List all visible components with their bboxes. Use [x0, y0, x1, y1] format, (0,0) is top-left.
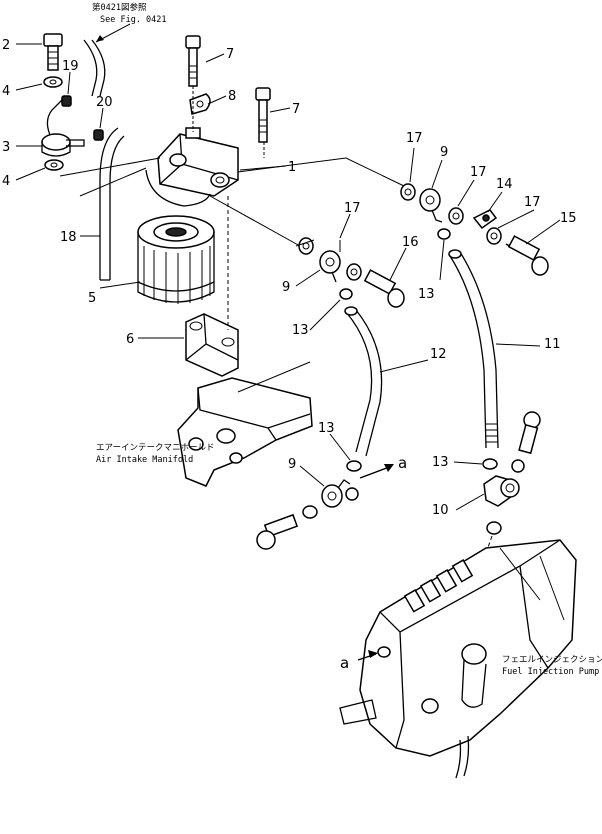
pump-caption-en: Fuel Injection Pump [502, 667, 599, 677]
pump-caption-jp: フェエルインジェクションポンプ [502, 655, 602, 665]
washer-17-d [298, 237, 314, 255]
washer-below-10 [486, 521, 502, 535]
part-label-13-middle: 13 [292, 323, 309, 338]
tube-11-end-grip [486, 423, 498, 443]
washer-lower-a [345, 487, 359, 501]
part-label-12: 12 [430, 347, 447, 362]
bolt-7-left [185, 35, 201, 87]
part-label-10: 10 [432, 503, 449, 518]
part-label-8: 8 [228, 89, 236, 104]
part-label-7-left: 7 [226, 47, 234, 62]
connection-marker-a-upper: a [398, 454, 407, 472]
bracket-6 [185, 313, 239, 377]
clip-13-lower-right [482, 458, 498, 470]
fuel-tube-12 [345, 311, 373, 453]
filter-head-1 [145, 127, 239, 207]
filter-cartridge-5 [137, 215, 215, 304]
part-label-14: 14 [496, 177, 513, 192]
bolt-7-right [255, 87, 271, 143]
part-label-3: 3 [2, 140, 10, 155]
part-label-13-lower-middle: 13 [318, 421, 335, 436]
leader-lines [15, 43, 561, 511]
part-label-20: 20 [96, 95, 113, 110]
return-hose-upper [83, 39, 98, 97]
banjo-9-lower [321, 479, 351, 508]
part-label-9-lower: 9 [288, 457, 296, 472]
fitting-14 [472, 209, 498, 230]
part-label-4-lower: 4 [2, 174, 10, 189]
part-label-4-upper: 4 [2, 84, 10, 99]
washer-17-c [486, 227, 502, 245]
part-label-17-mid: 17 [470, 165, 487, 180]
return-hose-upper-edge [91, 39, 106, 97]
part-label-17-right: 17 [524, 195, 541, 210]
fuel-tube-11 [449, 255, 487, 449]
clip-13-lower-middle [346, 460, 362, 472]
bolt-15 [505, 235, 549, 276]
part-label-11: 11 [544, 337, 561, 352]
washer-lower-b [302, 505, 318, 519]
see-fig-caption-en: See Fig. 0421 [100, 15, 167, 25]
banjo-9-upper-right [419, 188, 443, 223]
part-label-18: 18 [60, 230, 77, 245]
washer-lower-right [511, 459, 525, 473]
part-label-13-upper-right: 13 [418, 287, 435, 302]
washer-4-upper [43, 76, 63, 88]
clip-19 [61, 95, 72, 107]
bolt-lower-right [518, 411, 541, 455]
part-label-17-left: 17 [344, 201, 361, 216]
part-label-5: 5 [88, 291, 96, 306]
banjo-9-middle [319, 250, 341, 283]
guide-line-upper [237, 157, 405, 187]
washer-17-b [448, 207, 464, 225]
guide-line-lower [209, 195, 301, 247]
part-label-6: 6 [126, 332, 134, 347]
part-label-15: 15 [560, 211, 577, 226]
air-intake-manifold [177, 377, 313, 487]
part-label-9-upper: 9 [440, 145, 448, 160]
connection-marker-a-lower: a [340, 654, 349, 672]
manifold-caption-en: Air Intake Manifold [96, 455, 193, 465]
banjo-fitting-3 [41, 99, 85, 157]
manifold-caption-jp: エアーインテークマニホールド [96, 443, 215, 453]
part-label-1: 1 [288, 160, 296, 175]
clip-20 [93, 129, 104, 141]
clamp-8 [189, 93, 211, 115]
part-label-2: 2 [2, 38, 10, 53]
hose-18 [99, 127, 119, 280]
see-fig-caption-jp: 第0421図参照 [92, 2, 147, 13]
clip-13-middle [339, 288, 353, 300]
see-fig-arrowhead [96, 35, 104, 42]
part-label-17-top: 17 [406, 131, 423, 146]
part-label-16: 16 [402, 235, 419, 250]
washer-17-e [346, 263, 362, 281]
washer-17-a [400, 183, 416, 201]
part-label-7-right: 7 [292, 102, 300, 117]
part-label-13-lower-right: 13 [432, 455, 449, 470]
fuel-injection-pump [339, 539, 577, 779]
eye-bolt-2 [43, 33, 63, 71]
part-label-9-middle: 9 [282, 280, 290, 295]
washer-4-lower [44, 159, 64, 171]
bolt-lower-left [256, 513, 299, 550]
bolt-16 [363, 269, 405, 308]
clip-13-upper-right [437, 228, 451, 240]
banjo-10 [483, 475, 520, 507]
part-label-19: 19 [62, 59, 79, 74]
